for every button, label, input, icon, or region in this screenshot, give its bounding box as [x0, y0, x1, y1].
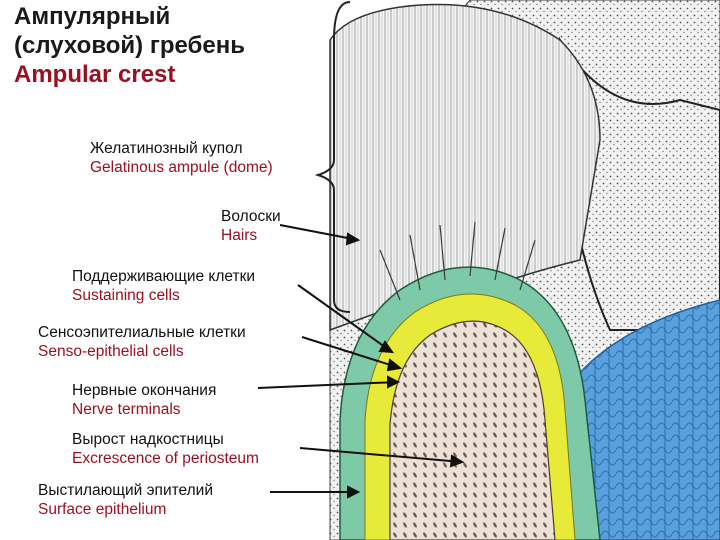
label-hairs: Волоски Hairs — [221, 207, 281, 245]
label-ru: Вырост надкостницы — [72, 431, 224, 448]
label-ru: Волоски — [221, 208, 281, 225]
label-nerve-terminals: Нервные окончания Nerve terminals — [72, 381, 216, 419]
title-ru-line2: (слуховой) гребень — [14, 32, 245, 59]
title-en: Ampular crest — [14, 61, 176, 88]
label-surface-epithelium: Выстилающий эпителий Surface epithelium — [38, 481, 213, 519]
periosteum-stroma — [389, 320, 556, 540]
label-en: Excrescence of periosteum — [72, 450, 259, 467]
leader-lines — [257, 224, 465, 499]
label-senso-epithelial-cells: Сенсоэпителиальные клетки Senso-epitheli… — [38, 323, 246, 361]
label-ru: Выстилающий эпителий — [38, 482, 214, 499]
title-ru-line1: Ампулярный — [14, 3, 171, 30]
label-ru: Желатинозный купол — [90, 140, 243, 157]
label-en: Senso-epithelial cells — [38, 343, 184, 360]
label-gelatinous-dome: Желатинозный купол Gelatinous ampule (do… — [90, 139, 273, 177]
diagram-title: Ампулярный (слуховой) гребень Ampular cr… — [14, 2, 245, 89]
label-en: Sustaining cells — [72, 287, 180, 304]
label-en: Gelatinous ampule (dome) — [90, 159, 273, 176]
label-ru: Поддерживающие клетки — [72, 268, 256, 285]
label-en: Nerve terminals — [72, 401, 181, 418]
label-en: Surface epithelium — [38, 501, 167, 518]
dome-bracket — [314, 1, 351, 313]
label-ru: Нервные окончания — [72, 382, 217, 399]
hair-cilia — [379, 221, 536, 301]
label-en: Hairs — [221, 227, 258, 244]
label-sustaining-cells: Поддерживающие клетки Sustaining cells — [72, 267, 255, 305]
label-ru: Сенсоэпителиальные клетки — [38, 324, 246, 341]
label-periosteum-excrescence: Вырост надкостницы Excrescence of perios… — [72, 430, 259, 468]
